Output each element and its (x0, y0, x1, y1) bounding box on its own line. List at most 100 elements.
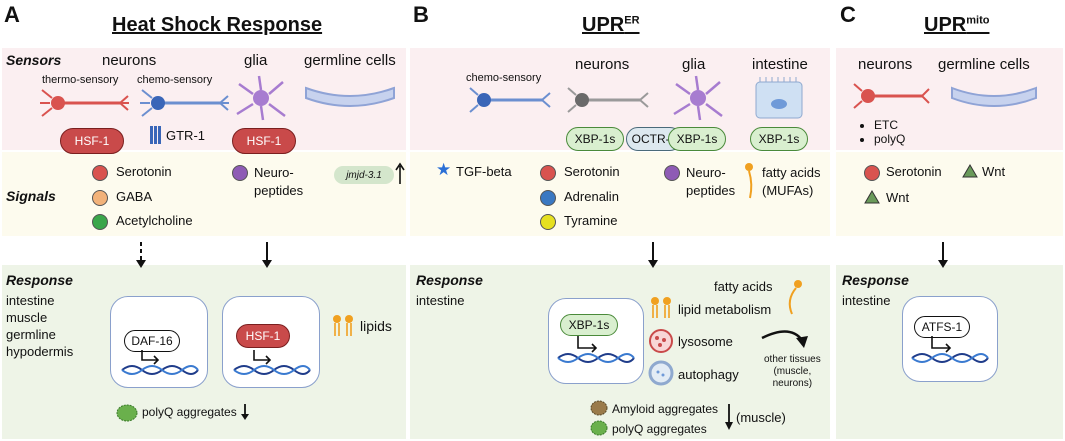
panel-b-title: UPRER (582, 14, 640, 36)
germline-label-c: germline cells (938, 56, 1030, 73)
nucleus-xbp1 (548, 298, 644, 384)
dna-icon-c (911, 336, 989, 363)
lipid-metabolism-label: lipid metabolism (678, 302, 772, 317)
thermo-neuron-icon (40, 89, 129, 117)
xbp1-glia-badge: XBP-1s (668, 127, 726, 151)
lipid-icon-a (333, 315, 353, 336)
signal-neuropeptides-b: Neuro- peptides (686, 165, 736, 198)
signals-band-a (2, 152, 406, 236)
bullet-etc: ETC (874, 118, 905, 132)
gtr1-label: GTR-1 (166, 128, 205, 143)
solid-arrow-icon-a (262, 242, 272, 268)
tissue-intestine-a: intestine (6, 293, 55, 308)
sensors-header-a: Sensors (6, 52, 62, 68)
signal-acetylcholine: Acetylcholine (116, 213, 193, 228)
signal-wnt-1: Wnt (982, 164, 1006, 179)
hsf1-thermo-badge: HSF-1 (60, 128, 124, 154)
autophagy-label: autophagy (678, 367, 739, 382)
glia-icon-b (673, 75, 723, 121)
aggregate-icon-a (116, 404, 138, 422)
signal-neuropeptides-a: Neuro- peptides (254, 165, 304, 198)
acetylcholine-dot (92, 214, 108, 230)
bullet-polyq: polyQ (874, 132, 905, 146)
tissue-intestine-b: intestine (416, 293, 465, 308)
muscle-label-b: (muscle) (736, 410, 786, 425)
tissue-hypodermis-a: hypodermis (6, 344, 74, 359)
signal-wnt-2: Wnt (886, 190, 910, 205)
panel-letter-c: C (840, 2, 856, 27)
response-header-b: Response (416, 272, 483, 288)
jmjd-badge: jmjd-3.1 (334, 166, 394, 184)
polyq-label-b: polyQ aggregates (612, 422, 707, 436)
down-arrow-icon-b (725, 404, 733, 430)
xbp1-neurons-badge: XBP-1s (566, 127, 624, 151)
up-arrow-icon (395, 162, 405, 184)
glia-label-b: glia (682, 56, 706, 73)
solid-arrow-icon-b (648, 242, 658, 268)
tissue-muscle-a: muscle (6, 310, 48, 325)
chemo-neuron-icon-b (469, 87, 551, 113)
stress-bullets: ETC polyQ (858, 118, 905, 146)
neurons-label-c: neurons (858, 56, 913, 73)
nucleus-atfs1 (902, 296, 998, 382)
panel-a-title: Heat Shock Response (112, 14, 323, 36)
tissue-germline-a: germline (6, 327, 56, 342)
fatty-acid-icon-response (788, 280, 802, 315)
daf16-badge: DAF-16 (124, 330, 180, 352)
lysosome-label: lysosome (678, 334, 733, 349)
lipids-label: lipids (360, 318, 392, 334)
intestine-label-b: intestine (752, 56, 808, 73)
neurons-label-b: neurons (575, 56, 630, 73)
wnt-triangle-icon-1 (962, 164, 978, 178)
neuron-icon-c (853, 83, 930, 109)
tyramine-dot (540, 214, 556, 230)
germline-icon-c (951, 86, 1037, 107)
hsf1-glia-badge: HSF-1 (232, 128, 296, 154)
signal-tyramine: Tyramine (564, 213, 618, 228)
other-tissues-label: other tissues (muscle, neurons) (764, 354, 821, 389)
dna-icon-a2 (233, 350, 311, 375)
chemo-sensory-label-b: chemo-sensory (466, 72, 542, 84)
response-header-c: Response (842, 272, 909, 288)
panel-letter-a: A (4, 2, 20, 27)
signal-serotonin-b: Serotonin (564, 164, 620, 179)
response-header-a: Response (6, 272, 73, 288)
signal-serotonin-c: Serotonin (886, 164, 942, 179)
hsf1-response-badge: HSF-1 (236, 324, 290, 348)
solid-arrow-icon-c (938, 242, 948, 268)
neurons-label-a: neurons (102, 52, 157, 69)
signal-fatty-acids: fatty acids (MUFAs) (762, 165, 821, 198)
serotonin-dot-a (92, 165, 108, 181)
thermo-sensory-label: thermo-sensory (42, 74, 119, 86)
dna-icon-b (557, 336, 635, 363)
fatty-acid-icon-signal (745, 163, 753, 199)
signal-tgf-beta: TGF-beta (456, 164, 512, 179)
polyq-label-a: polyQ aggregates (142, 405, 237, 419)
chemo-neuron-icon-a (140, 89, 229, 117)
gtr1-receptor-icon (150, 126, 161, 144)
chemo-sensory-label-a: chemo-sensory (137, 74, 213, 86)
signal-gaba: GABA (116, 189, 153, 204)
gaba-dot (92, 190, 108, 206)
autophagy-icon (648, 360, 674, 386)
fatty-acids-label: fatty acids (714, 279, 773, 294)
down-arrow-icon-a (241, 404, 249, 420)
dna-icon-a1 (121, 350, 199, 375)
glia-icon-a (236, 75, 286, 121)
wnt-triangle-icon-2 (864, 190, 880, 204)
tgf-star-icon: ★ (436, 160, 452, 179)
intestine-cells-icon (755, 77, 803, 119)
lysosome-icon (649, 329, 673, 353)
signal-serotonin-a: Serotonin (116, 164, 172, 179)
amyloid-label: Amyloid aggregates (612, 402, 719, 416)
signals-band-b (410, 152, 830, 236)
dashed-arrow-icon (136, 242, 146, 268)
serotonin-dot-b (540, 165, 556, 181)
neuropeptides-dot-b (664, 165, 680, 181)
tissue-intestine-c: intestine (842, 293, 891, 308)
germline-icon-a (305, 86, 395, 107)
adrenalin-dot (540, 190, 556, 206)
glia-label-a: glia (244, 52, 268, 69)
xbp1-response-badge: XBP-1s (560, 314, 618, 336)
panel-letter-b: B (413, 2, 429, 27)
